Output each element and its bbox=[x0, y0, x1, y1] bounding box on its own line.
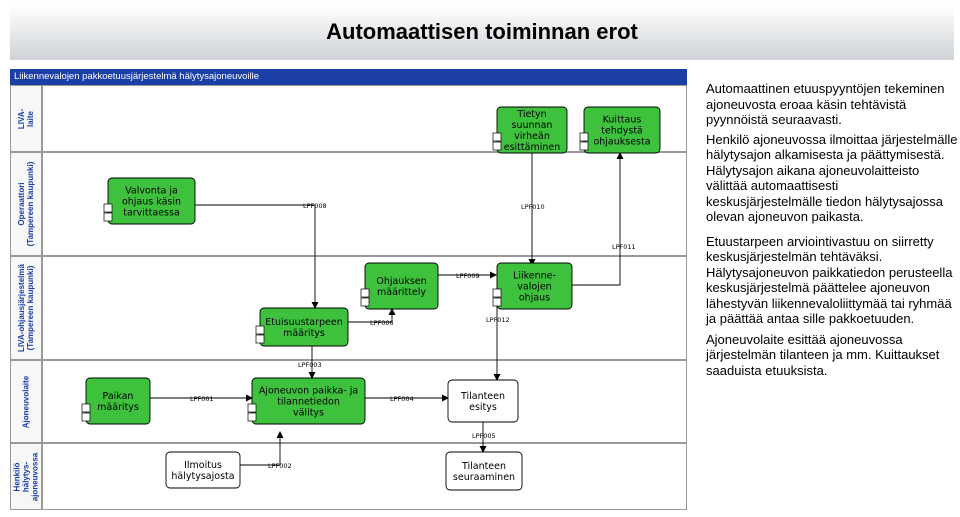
right-text-p2: Henkilö ajoneuvossa ilmoittaa järjestelm… bbox=[706, 131, 958, 225]
lane-label-cell-ajoneuvolaite: Ajoneuvolaite bbox=[10, 360, 42, 443]
process-liikennevalojen-ohjaus-shape bbox=[496, 262, 573, 310]
io-marker-icon bbox=[579, 132, 589, 142]
io-marker-icon bbox=[255, 325, 265, 335]
flow-label-lpf012: LPF012 bbox=[486, 316, 510, 324]
io-marker-icon bbox=[103, 203, 113, 213]
lane-henkilo bbox=[42, 443, 687, 510]
process-tilanteen-esitys-shape bbox=[447, 379, 519, 423]
io-marker-icon bbox=[81, 403, 91, 413]
connector-lpf011 bbox=[572, 152, 624, 286]
flow-label-lpf011: LPF011 bbox=[612, 243, 636, 251]
io-marker-icon bbox=[492, 141, 502, 151]
process-ohjauksen-maarittely-shape bbox=[364, 262, 439, 310]
pool-header: Liikennevalojen pakkoetuusjärjestelmä hä… bbox=[10, 69, 687, 85]
process-kuittaus-shape bbox=[583, 106, 661, 154]
io-marker-icon bbox=[492, 297, 502, 307]
io-marker-icon bbox=[255, 334, 265, 344]
io-marker-icon bbox=[579, 141, 589, 151]
flow-label-lpf010: LPF010 bbox=[521, 203, 545, 211]
flow-label-lpf008: LPF008 bbox=[303, 202, 327, 210]
page-title: Automaattisen toiminnan erot bbox=[326, 19, 638, 44]
pool-title: Liikennevalojen pakkoetuusjärjestelmä hä… bbox=[14, 71, 260, 82]
lane-liva-laite bbox=[42, 85, 687, 152]
flow-label-lpf003: LPF003 bbox=[298, 361, 322, 369]
io-marker-icon bbox=[247, 403, 257, 413]
process-valvonta-shape bbox=[107, 177, 196, 225]
io-marker-icon bbox=[81, 412, 91, 422]
connector-lpf006 bbox=[348, 308, 396, 323]
io-marker-icon bbox=[360, 288, 370, 298]
io-marker-icon bbox=[103, 212, 113, 222]
right-text-block: Automaattinen etuuspyyntöjen tekeminen a… bbox=[706, 81, 958, 378]
connector-lpf002 bbox=[240, 431, 284, 466]
title-banner: Automaattisen toiminnan erot bbox=[10, 5, 954, 60]
io-marker-icon bbox=[492, 288, 502, 298]
io-marker-icon bbox=[247, 412, 257, 422]
flow-label-lpf004: LPF004 bbox=[390, 395, 414, 403]
process-tietyn-suunnan-shape bbox=[496, 106, 568, 154]
lane-liva-ohjausjarjestelma bbox=[42, 256, 687, 360]
connector-lpf008 bbox=[195, 204, 319, 309]
flow-label-lpf001: LPF001 bbox=[190, 395, 214, 403]
flow-label-lpf006: LPF006 bbox=[370, 319, 394, 327]
right-text-p4: Ajoneuvolaite esittää ajoneuvossa järjes… bbox=[706, 331, 940, 378]
flow-label-lpf009: LPF009 bbox=[456, 272, 480, 280]
right-text-p1: Automaattinen etuuspyyntöjen tekeminen a… bbox=[706, 81, 945, 127]
process-tilanteen-seuraaminen-shape bbox=[445, 451, 523, 491]
process-paikan-maaritys-shape bbox=[85, 377, 151, 425]
lane-label-cell-liva-laite: LIVA-laite bbox=[10, 85, 42, 152]
io-marker-icon bbox=[360, 297, 370, 307]
flow-label-lpf002: LPF002 bbox=[268, 462, 292, 470]
flow-label-lpf005: LPF005 bbox=[472, 432, 496, 440]
process-ilmoitus-halytysajosta-shape bbox=[165, 451, 241, 489]
process-ajoneuvon-paikka-shape bbox=[251, 377, 366, 425]
lane-label-cell-liva-ohjausjarjestelma: LIVA-ohjausjärjestelmä(Tampereen kaupunk… bbox=[10, 256, 42, 360]
lane-label-cell-operaattori: Operaattori(Tampereen kaupunki) bbox=[10, 152, 42, 256]
io-marker-icon bbox=[492, 132, 502, 142]
right-text-p3: Etuustarpeen arviointivastuu on siirrett… bbox=[706, 233, 953, 327]
